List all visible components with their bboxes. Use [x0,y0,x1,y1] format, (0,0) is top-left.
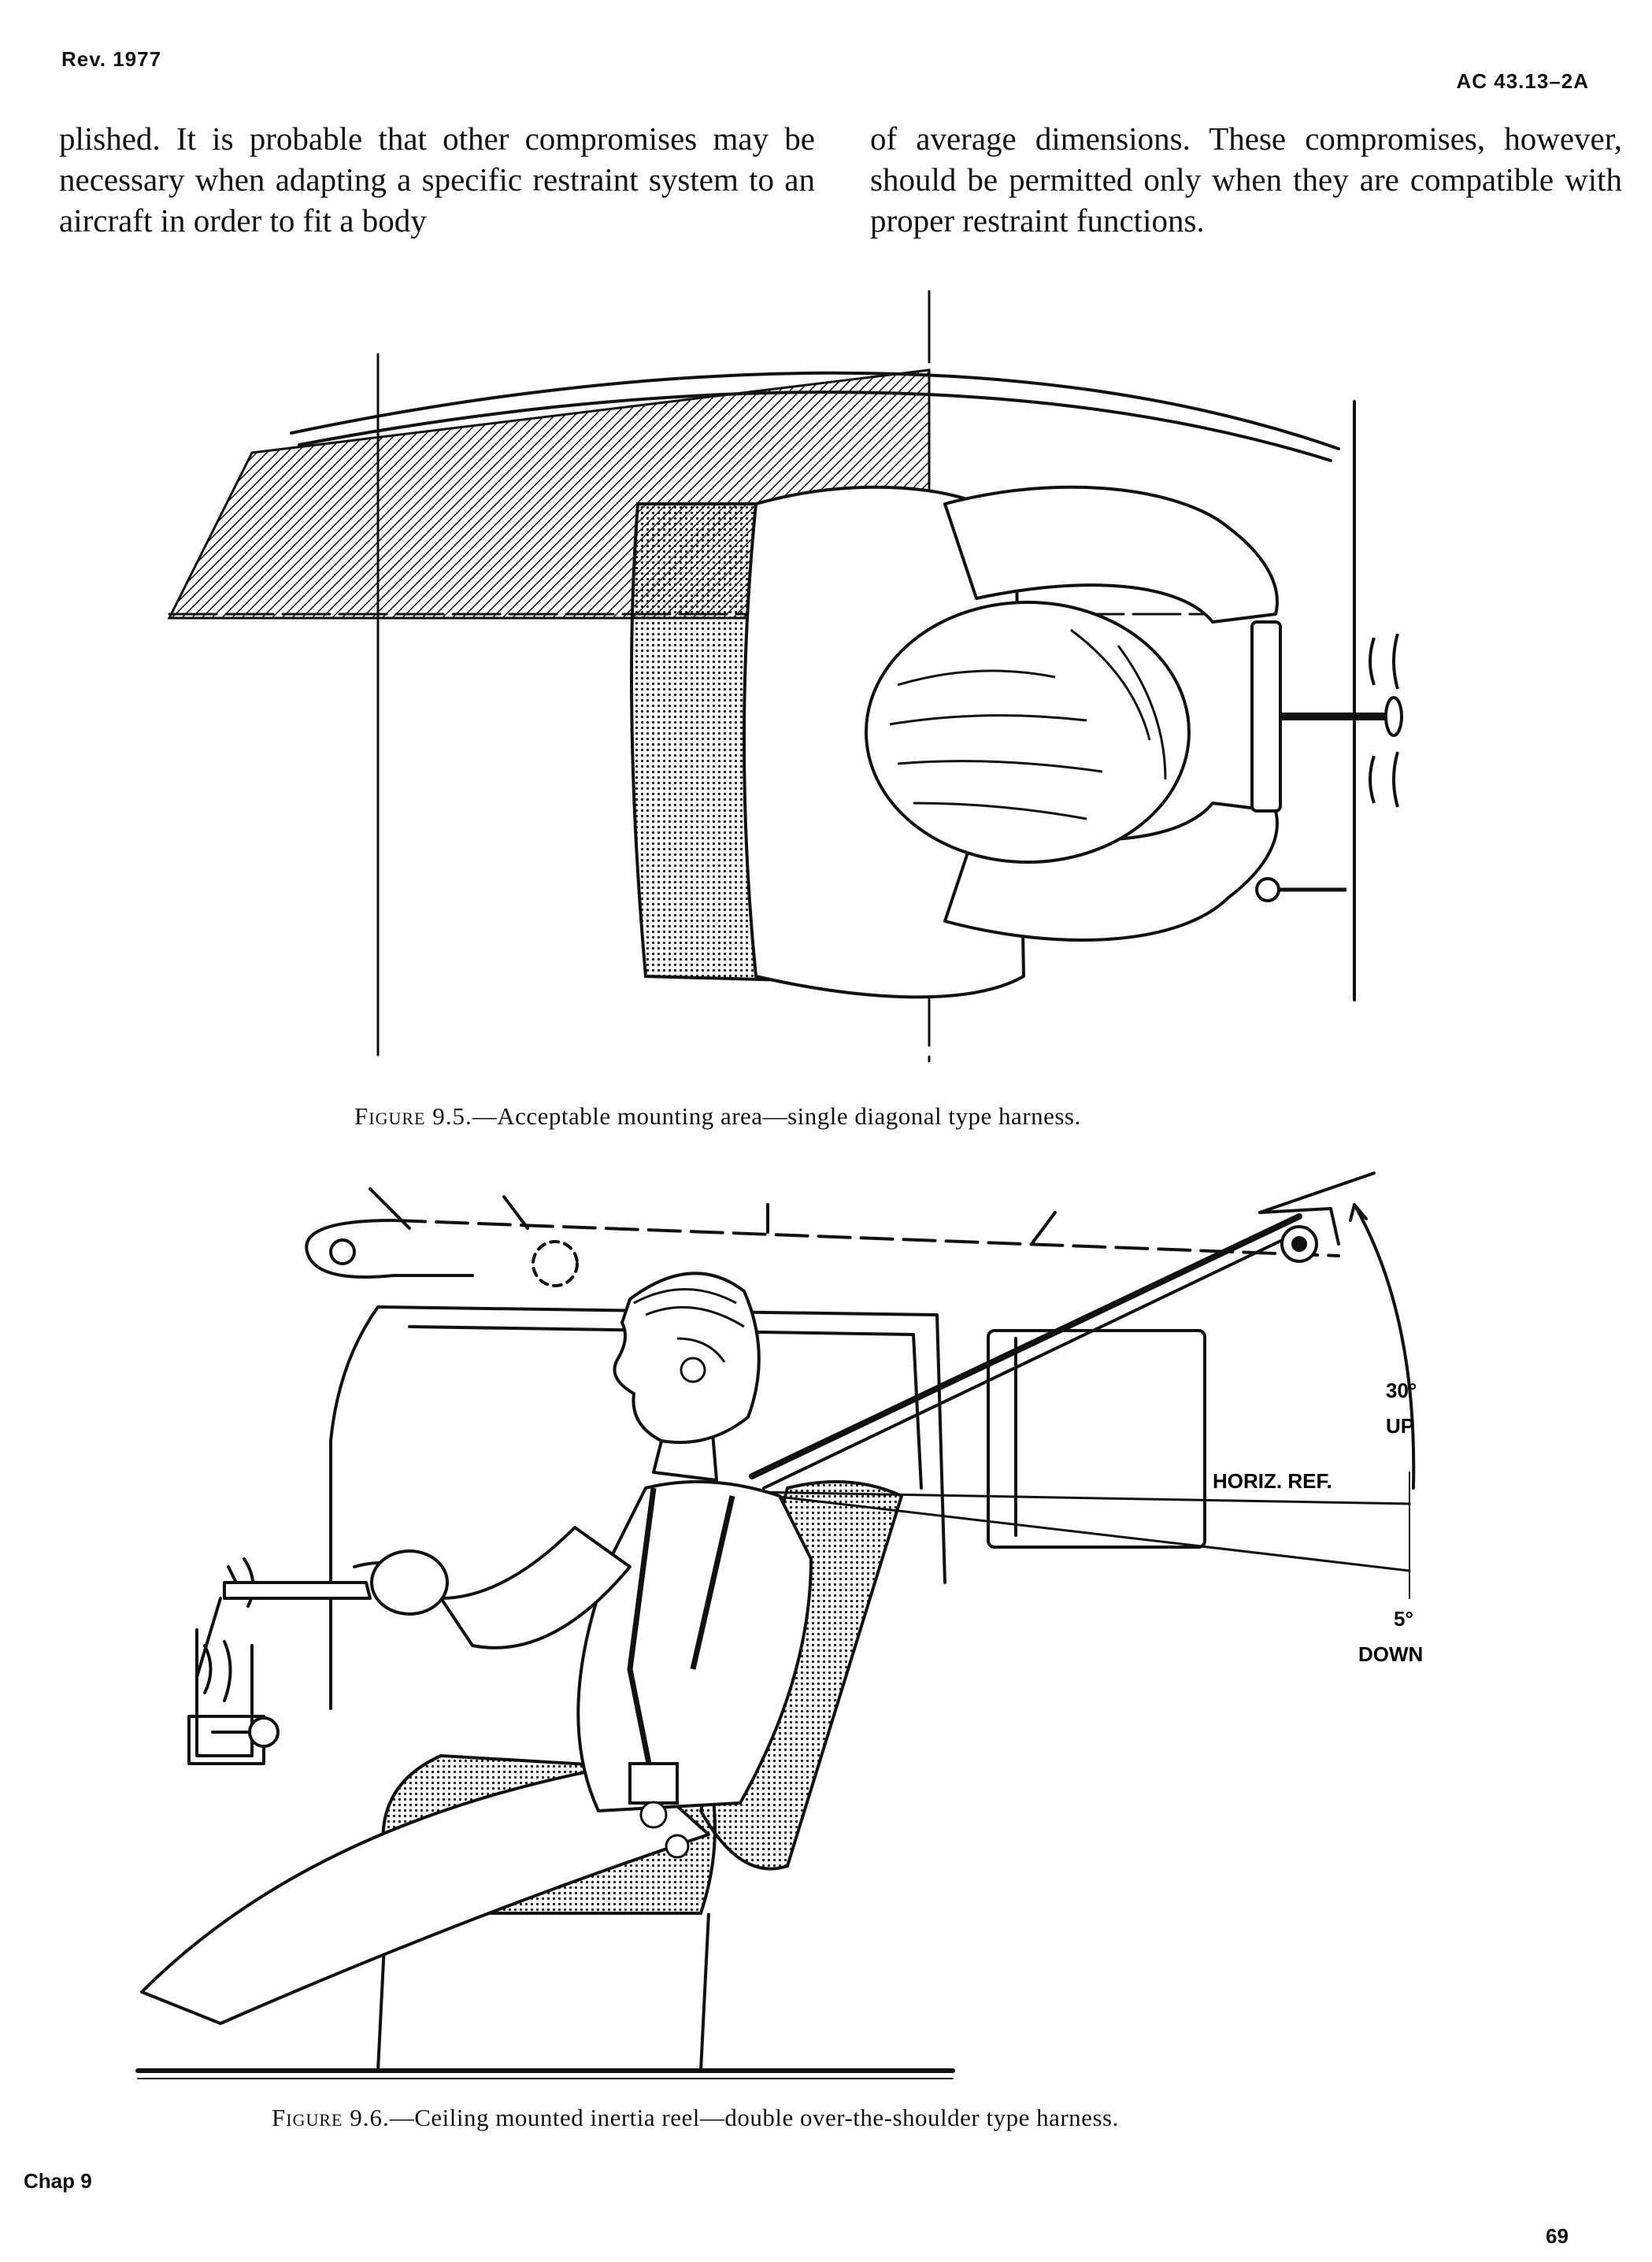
page-number: 69 [1546,2224,1569,2248]
angle-down-value: 5° [1394,1607,1413,1631]
body-text-right-column: of average dimensions. These compromises… [870,120,1622,239]
revision-date: Rev. 1977 [61,47,162,71]
figure-9-5-illustration [167,290,1403,1072]
figure-9-6-caption: Figure 9.6.—Ceiling mounted inertia reel… [272,2104,1119,2132]
angle-up-value: 30° [1386,1379,1417,1402]
figure-9-5-label: Figure 9.5. [354,1102,472,1130]
figure-9-6-caption-text: —Ceiling mounted inertia reel—double ove… [389,2104,1119,2131]
figure-9-5-caption-text: —Acceptable mounting area—single diagona… [472,1102,1081,1130]
figure-9-6-label: Figure 9.6. [272,2104,390,2131]
angle-up-label: UP [1386,1414,1414,1438]
angle-down-label: DOWN [1358,1642,1423,1666]
chapter-label: Chap 9 [24,2169,92,2193]
body-text-left-column: plished. It is probable that other compr… [59,120,815,239]
figure-9-5-caption: Figure 9.5.—Acceptable mounting area—sin… [354,1102,1081,1131]
horizontal-reference-label: HORIZ. REF. [1213,1469,1332,1493]
document-id: AC 43.13–2A [1456,69,1589,93]
figure-9-6-illustration: 30° UP HORIZ. REF. 5° DOWN [135,1172,1423,2079]
